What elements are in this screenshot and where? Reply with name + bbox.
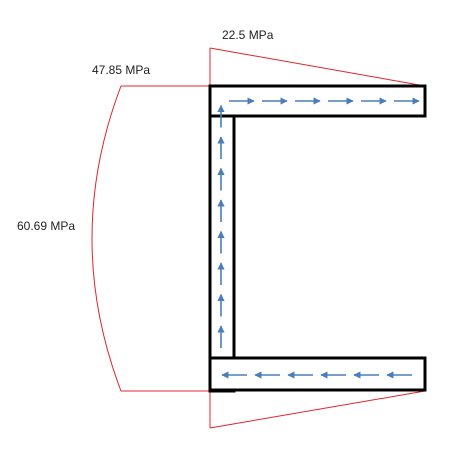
web-parabola: [91, 85, 122, 392]
channel-section: [208, 84, 427, 393]
bottom-flange-outline: [208, 356, 427, 392]
web-max-stress-label: 60.69 MPa: [17, 219, 75, 233]
top-flange-distribution: [209, 47, 426, 87]
bottom-flange-distribution: [209, 390, 426, 429]
web-outline: [208, 84, 236, 393]
top-flange-stress-label: 22.5 MPa: [222, 28, 274, 42]
shear-flow-arrows: [217, 97, 420, 379]
web-top-stress-label: 47.85 MPa: [92, 63, 150, 77]
